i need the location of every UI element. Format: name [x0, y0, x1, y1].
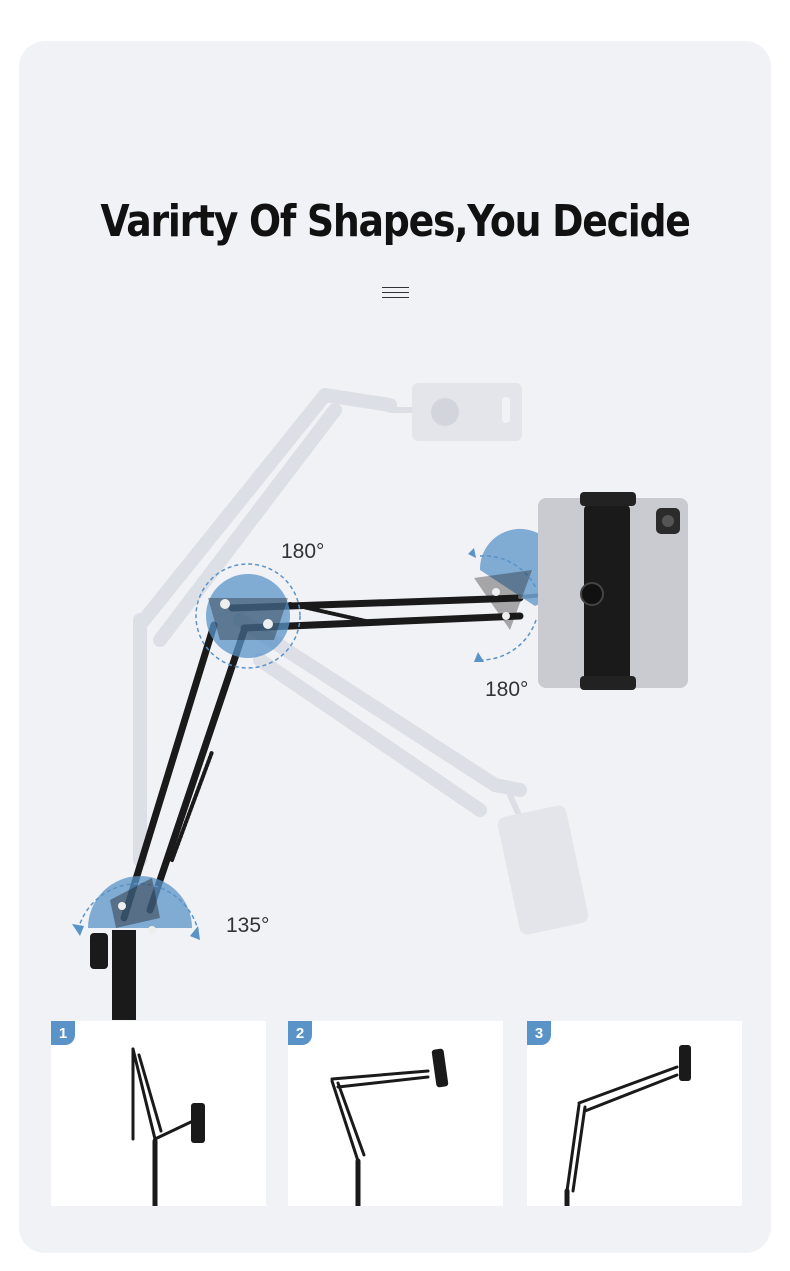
shape-3-badge: 3	[527, 1021, 551, 1045]
shape-3-illustration	[564, 1045, 691, 1206]
holder-joint-angle: 180°	[485, 678, 529, 701]
tablet-clamp	[584, 504, 630, 684]
shape-2-illustration	[330, 1048, 449, 1206]
top-joint-angle: 180°	[281, 540, 325, 563]
ghost-holder-lower	[497, 805, 589, 935]
ghost-arm-lower	[233, 613, 533, 843]
stand-pole	[112, 930, 136, 1020]
shape-thumbnail-3: 3	[527, 1021, 742, 1206]
shape-thumbnail-1: 1	[51, 1021, 266, 1206]
ball-head	[580, 582, 604, 606]
base-joint	[72, 876, 200, 940]
headline: Varirty Of Shapes,You Decide	[100, 196, 691, 247]
shape-1-illustration	[131, 1047, 205, 1206]
ghost-holder-upper	[412, 383, 522, 441]
shape-2-badge: 2	[288, 1021, 312, 1045]
top-joint	[195, 563, 301, 669]
shape-1-badge: 1	[51, 1021, 75, 1045]
menu-lines-icon	[382, 287, 409, 301]
shape-thumbnail-2: 2	[288, 1021, 503, 1206]
ghost-arm-upper	[133, 388, 423, 867]
stand-illustration	[72, 383, 688, 1020]
base-joint-angle: 135°	[226, 914, 270, 937]
